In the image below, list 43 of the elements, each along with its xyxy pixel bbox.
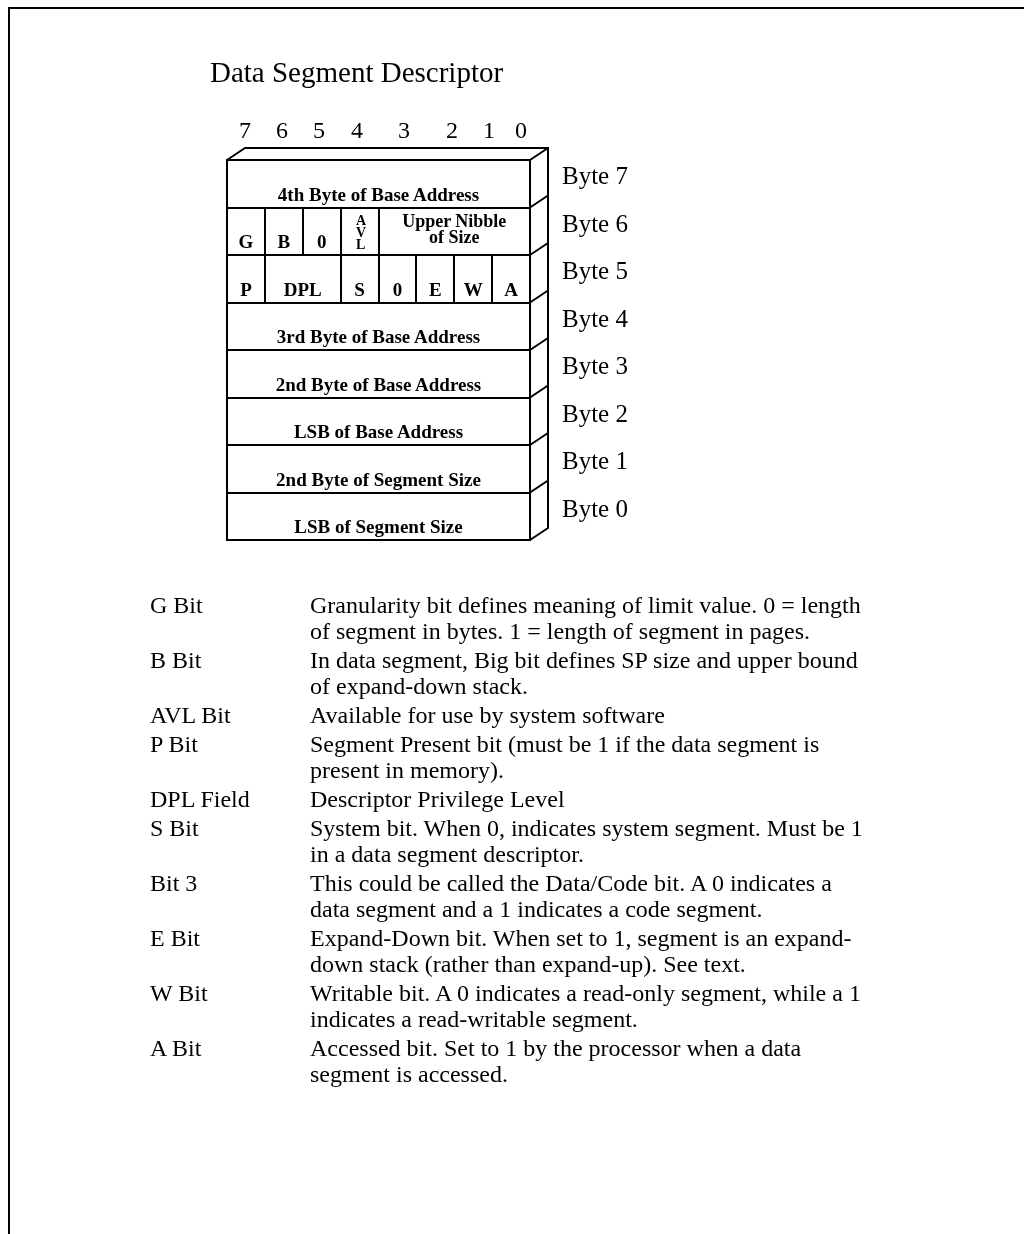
field-name: DPL Field [150, 786, 251, 812]
byte-number-label: Byte 3 [562, 352, 628, 380]
byte-number-label: Byte 7 [562, 162, 628, 190]
field-name: Bit 3 [150, 870, 199, 898]
field-name: G Bit [150, 592, 204, 620]
field-name: P Bit [150, 731, 199, 759]
byte-number-label: Byte 6 [562, 209, 628, 238]
bit-number: 5 [313, 117, 325, 144]
byte-field-cell: LSB of Base Address [226, 396, 531, 446]
field-name: E Bit [150, 925, 201, 953]
field-description: Writable bit. A 0 indicates a read-only segment, while a 1 indicates a read-writable segment. [310, 980, 862, 1032]
field-description: Accessed bit. Set to 1 by the processor when a data segment is accessed. [310, 1035, 803, 1087]
byte-number-label: Byte 5 [562, 257, 628, 285]
field-description: Expand-Down bit. When set to 1, segment is an expand-down stack (rather than expand-up). See text. [310, 925, 853, 977]
field-name: A Bit [150, 1035, 203, 1063]
field-name: B Bit [150, 647, 203, 675]
byte-field-cell: 2nd Byte of Segment Size [226, 444, 531, 494]
bit-number: 3 [398, 117, 410, 144]
byte-field-cell: 4th Byte of Base Address [226, 159, 531, 209]
byte-number-label: Byte 4 [562, 304, 628, 333]
field-description: System bit. When 0, indicates system segment. Must be 1 in a data segment descriptor. [310, 815, 864, 867]
field-name: W Bit [150, 980, 209, 1008]
bit-number: 0 [515, 117, 527, 144]
field-description: In data segment, Big bit defines SP size and upper bound of expand-down stack. [310, 647, 859, 699]
byte-field-cell: LSB of Segment Size [226, 491, 531, 541]
byte-number-label: Byte 0 [562, 494, 628, 523]
field-description: Segment Present bit (must be 1 if the data segment is present in memory). [310, 731, 821, 783]
diagram-title: Data Segment Descriptor [210, 56, 504, 89]
field-name: AVL Bit [150, 702, 232, 728]
byte-field-cell: 3rd Byte of Base Address [226, 301, 531, 351]
bit-number: 7 [239, 117, 251, 144]
field-name: S Bit [150, 815, 200, 843]
byte-field-cell: 2nd Byte of Base Address [226, 349, 531, 399]
bit-number: 4 [351, 117, 363, 144]
bit-number: 1 [483, 117, 495, 144]
byte-number-label: Byte 1 [562, 447, 628, 475]
bit-number: 6 [276, 117, 288, 144]
byte-number-label: Byte 2 [562, 399, 628, 428]
field-description: Available for use by system software [310, 702, 666, 728]
field-description: This could be called the Data/Code bit. A 0 indicates a data segment and a 1 indicates a code segment. [310, 870, 833, 922]
field-description: Descriptor Privilege Level [310, 786, 566, 812]
bit-number: 2 [446, 117, 458, 144]
field-description: Granularity bit defines meaning of limit value. 0 = length of segment in bytes. 1 = length of segment in pages. [310, 592, 862, 644]
